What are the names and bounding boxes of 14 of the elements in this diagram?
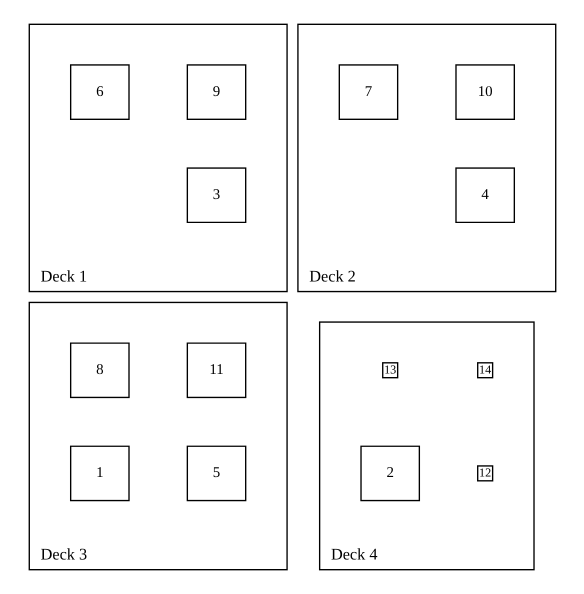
node-box: 6 xyxy=(69,64,130,120)
node-box: 5 xyxy=(186,446,246,502)
node-box: 7 xyxy=(338,64,398,120)
node-box: 3 xyxy=(186,167,246,224)
node-box: 2 xyxy=(360,446,420,502)
node-box: 10 xyxy=(454,64,515,120)
node-box: 4 xyxy=(454,167,515,224)
node-box: 1 xyxy=(69,446,130,502)
node-box: 11 xyxy=(186,342,246,398)
node-box: 14 xyxy=(476,362,493,378)
node-box: 12 xyxy=(476,465,493,482)
node-box: 9 xyxy=(186,64,246,120)
node-box: 8 xyxy=(69,342,130,398)
node-box: 13 xyxy=(382,362,398,378)
